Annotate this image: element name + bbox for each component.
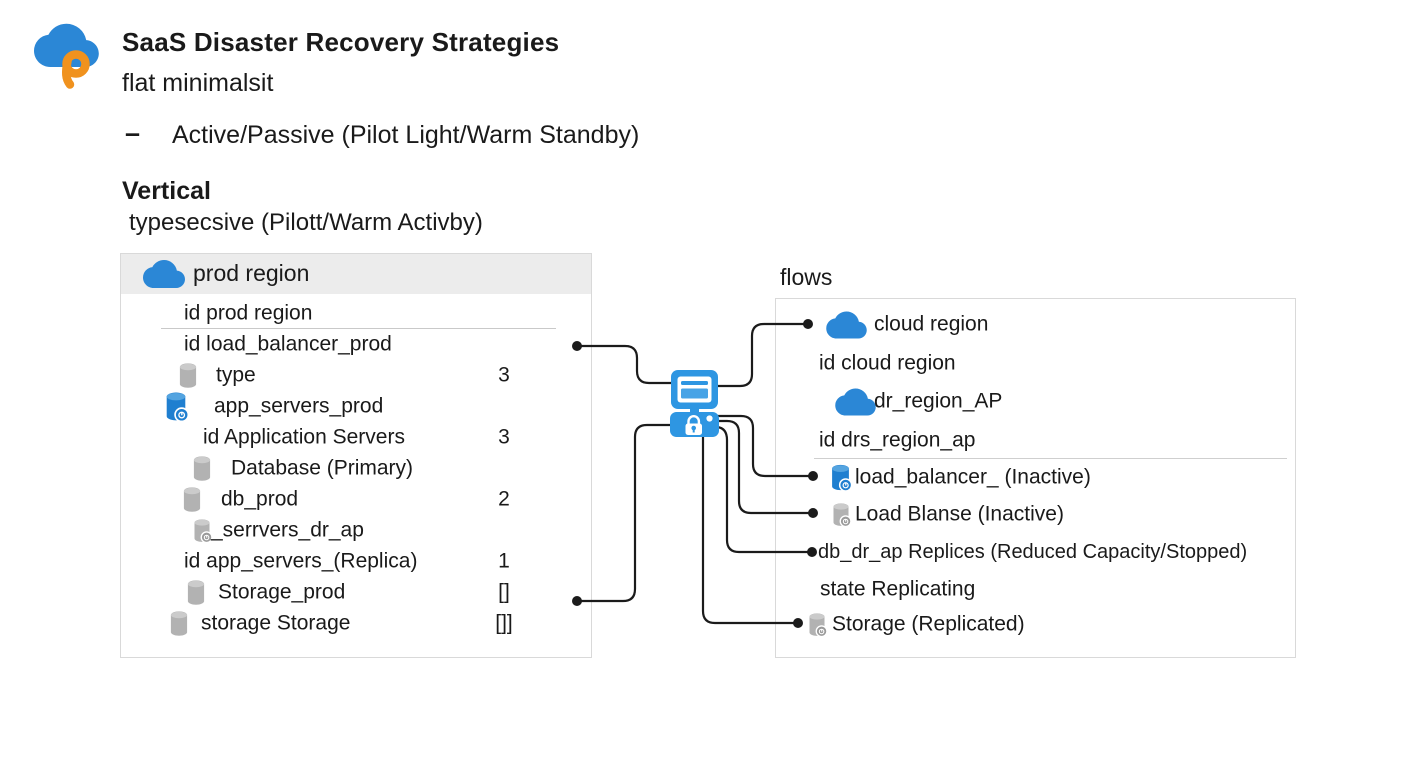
row-label: load_balancer_ (Inactive) (855, 465, 1091, 489)
row-label: app_servers_prod (214, 394, 384, 418)
bullet-item-label: Active/Passive (Pilot Light/Warm Standby… (172, 121, 640, 149)
cloud-icon (826, 311, 867, 339)
row-label: Load Blanse (Inactive) (855, 502, 1064, 526)
table-row: storage Storage []] (121, 608, 591, 639)
row-value: [] (498, 580, 510, 604)
database-icon (187, 579, 205, 605)
database-icon (809, 612, 828, 637)
table-row: Database (Primary) (121, 453, 591, 484)
database-icon (194, 518, 213, 543)
row-label: _serrvers_dr_ap (211, 518, 364, 542)
cloud-icon (835, 388, 876, 416)
row-label: id app_servers_(Replica) (184, 549, 418, 573)
table-row: id prod region (121, 298, 591, 329)
database-icon (179, 362, 197, 388)
database-icon (193, 455, 211, 481)
prod-region-title: prod region (193, 259, 310, 286)
table-row: type 3 (121, 360, 591, 391)
row-label: id prod region (184, 301, 313, 325)
table-row: _serrvers_dr_ap (121, 515, 591, 546)
row-label: Storage (Replicated) (832, 612, 1025, 636)
db-gray-badge-sm-icon (831, 502, 852, 527)
table-row: id app_servers_(Replica) 1 (121, 546, 591, 577)
database-icon (166, 392, 190, 422)
bullet-dash: – (125, 118, 141, 148)
row-label: id cloud region (819, 351, 956, 375)
row-label: id drs_region_ap (819, 428, 976, 452)
table-row: db_dr_ap Replices (Reduced Capacity/Stop… (776, 533, 1295, 573)
cloud-icon (143, 260, 185, 288)
row-label: Database (Primary) (231, 456, 414, 480)
flows-label: flows (780, 264, 833, 290)
table-row: id cloud region (776, 345, 1295, 382)
prod-region-header: prod region (121, 254, 591, 294)
db-blue-badge-icon (163, 391, 190, 422)
row-label: Storage_prod (218, 580, 346, 604)
db-gray-icon (185, 579, 207, 606)
server-lock-icon (670, 370, 719, 437)
row-value: 3 (498, 425, 510, 449)
cloud-p-logo (33, 23, 99, 89)
db-blue-badge-sm-icon (829, 464, 853, 492)
table-row: dr_region_AP (776, 382, 1295, 422)
table-row: db_prod 2 (121, 484, 591, 515)
db-gray-icon (181, 486, 203, 513)
db-gray-icon (168, 610, 190, 637)
section-title: Vertical (122, 177, 211, 205)
row-label: type (216, 363, 256, 387)
row-value: 2 (498, 487, 510, 511)
row-label: db_prod (221, 487, 299, 511)
table-row: Storage (Replicated) (776, 606, 1295, 643)
cloud-icon (826, 311, 867, 339)
db-gray-badge-sm-icon (807, 612, 828, 637)
row-label: storage Storage (201, 611, 351, 635)
db-gray-icon (177, 362, 199, 389)
table-row: Load Blanse (Inactive) (776, 496, 1295, 533)
row-value: 3 (498, 363, 510, 387)
database-icon (183, 486, 201, 512)
db-gray-badge-sm-icon (192, 518, 213, 543)
db-gray-icon (191, 455, 213, 482)
table-row: load_balancer_ (Inactive) (776, 459, 1295, 496)
row-label: state Replicating (820, 577, 976, 601)
page-title: SaaS Disaster Recovery Strategies (122, 27, 560, 57)
cloud-icon (143, 260, 185, 288)
table-row: cloud region (776, 305, 1295, 345)
page-subtitle: flat minimalsit (122, 69, 274, 97)
database-icon (832, 464, 853, 492)
prod-region-panel: prod region id prod region id load_balanc… (120, 253, 592, 658)
table-row: app_servers_prod (121, 391, 591, 422)
row-label: dr_region_AP (874, 389, 1003, 413)
table-row: Storage_prod [] (121, 577, 591, 608)
table-row: id load_balancer_prod (121, 329, 591, 360)
row-value: 1 (498, 549, 510, 573)
table-row: state Replicating (776, 573, 1295, 606)
cloud-icon (835, 388, 876, 416)
row-value: []] (495, 611, 513, 635)
row-label: db_dr_ap Replices (Reduced Capacity/Stop… (818, 541, 1248, 564)
section-subtitle: typesecsive (Pilott/Warm Activby) (129, 209, 483, 236)
table-row: id Application Servers 3 (121, 422, 591, 453)
row-label: cloud region (874, 312, 989, 336)
database-icon (833, 502, 852, 527)
database-icon (170, 610, 188, 636)
row-label: id Application Servers (203, 425, 405, 449)
row-label: id load_balancer_prod (184, 332, 392, 356)
table-row: id drs_region_ap (776, 422, 1295, 459)
